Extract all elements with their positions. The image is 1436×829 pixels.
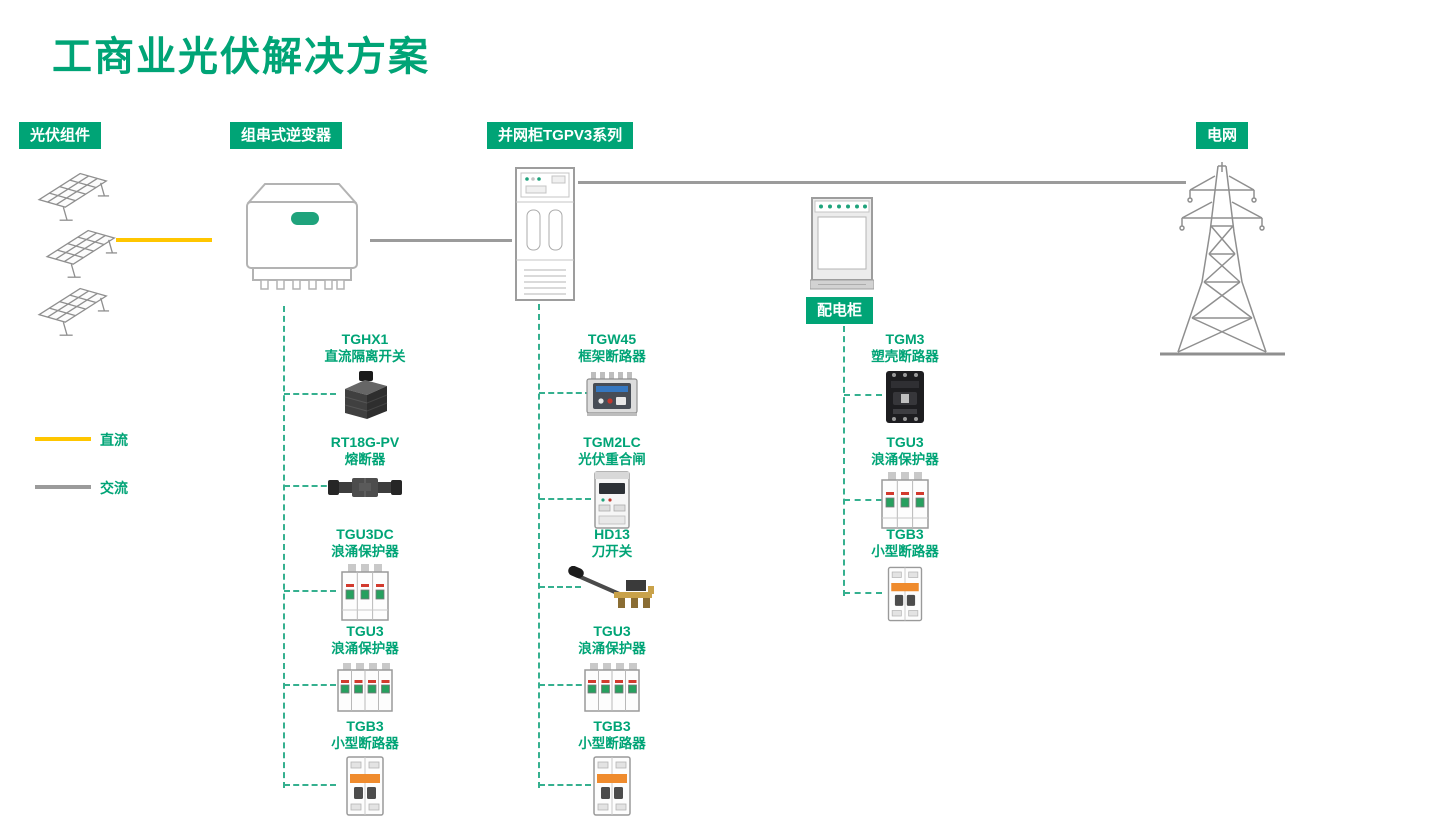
power-grid-label: 电网 xyxy=(1196,122,1249,149)
legend-dc-label: 直流 xyxy=(100,432,128,448)
product-model: RT18G-PV xyxy=(330,434,400,450)
product-desc: 小型断路器 xyxy=(331,736,399,751)
product-item: TGM3 塑壳断路器 xyxy=(825,331,985,427)
product-item: HD13 刀开关 xyxy=(532,526,692,610)
dashed-connector-stub xyxy=(284,684,336,686)
transmission-tower-icon xyxy=(1160,162,1285,358)
product-model: TGU3 xyxy=(593,623,631,639)
product-desc: 小型断路器 xyxy=(578,736,646,751)
product-item: TGU3DC 浪涌保护器 xyxy=(285,526,445,624)
product-desc: 浪涌保护器 xyxy=(331,641,399,656)
legend-dc-line xyxy=(35,437,91,441)
product-desc: 刀开关 xyxy=(591,544,633,559)
grid-cabinet-icon xyxy=(514,166,576,302)
product-item: TGU3 浪涌保护器 xyxy=(285,623,445,713)
dashed-connector-stub xyxy=(539,392,591,394)
dashed-connector-stub xyxy=(844,499,882,501)
legend-ac-line xyxy=(35,485,91,489)
product-model: HD13 xyxy=(594,526,630,542)
dashed-connector-vertical xyxy=(538,304,540,788)
ac-connection-line xyxy=(370,239,512,242)
legend-ac-label: 交流 xyxy=(100,480,128,496)
product-model: TGB3 xyxy=(886,526,924,542)
string-inverter-icon xyxy=(237,176,367,300)
miniature-breaker-icon xyxy=(341,754,389,818)
product-item: TGU3 浪涌保护器 xyxy=(532,623,692,713)
product-desc: 浪涌保护器 xyxy=(331,544,399,559)
miniature-breaker-icon xyxy=(883,564,927,624)
product-model: TGB3 xyxy=(346,718,384,734)
product-item: TGW45 框架断路器 xyxy=(532,331,692,417)
product-desc: 框架断路器 xyxy=(578,349,646,364)
product-item: TGM2LC 光伏重合闸 xyxy=(532,434,692,530)
grid-cabinet-label: 并网柜TGPV3系列 xyxy=(487,122,634,149)
product-desc: 浪涌保护器 xyxy=(871,452,939,467)
product-model: TGW45 xyxy=(587,331,637,347)
knife-switch-icon xyxy=(568,566,656,610)
pv-recloser-icon xyxy=(591,470,633,530)
product-item: TGU3 浪涌保护器 xyxy=(825,434,985,532)
dashed-connector-stub xyxy=(284,393,336,395)
product-desc: 光伏重合闸 xyxy=(578,452,646,467)
product-desc: 塑壳断路器 xyxy=(871,349,939,364)
string-inverter-label: 组串式逆变器 xyxy=(230,122,343,149)
product-desc: 小型断路器 xyxy=(871,544,939,559)
product-item: TGB3 小型断路器 xyxy=(825,526,985,624)
dashed-connector-stub xyxy=(284,590,336,592)
product-item: TGB3 小型断路器 xyxy=(285,718,445,818)
frame-breaker-icon xyxy=(585,371,639,417)
dashed-connector-stub xyxy=(284,485,336,487)
dashed-connector-vertical xyxy=(843,326,845,596)
dc-isolator-icon xyxy=(337,367,393,425)
product-item: TGB3 小型断路器 xyxy=(532,718,692,818)
product-model: TGU3 xyxy=(346,623,384,639)
molded-case-breaker-icon xyxy=(881,367,929,427)
dist-cabinet-icon xyxy=(810,196,874,290)
ac-connection-line xyxy=(578,181,1186,184)
surge-protector-icon xyxy=(336,661,394,713)
product-desc: 浪涌保护器 xyxy=(578,641,646,656)
surge-protector-icon xyxy=(583,661,641,713)
surge-protector-icon xyxy=(339,562,391,624)
pv-modules-label: 光伏组件 xyxy=(19,122,102,149)
product-desc: 直流隔离开关 xyxy=(324,349,406,364)
solar-panel-icon xyxy=(26,166,110,224)
dashed-connector-stub xyxy=(844,394,882,396)
dashed-connector-stub xyxy=(539,684,591,686)
product-model: TGHX1 xyxy=(341,331,389,347)
dashed-connector-stub xyxy=(539,498,591,500)
dist-cabinet-label: 配电柜 xyxy=(806,297,874,324)
product-model: TGU3 xyxy=(886,434,924,450)
solar-panel-icon xyxy=(34,223,118,281)
product-desc: 熔断器 xyxy=(344,452,386,467)
product-model: TGM2LC xyxy=(583,434,641,450)
dashed-connector-stub xyxy=(844,592,882,594)
surge-protector-icon xyxy=(879,470,931,532)
dashed-connector-stub xyxy=(539,586,581,588)
product-model: TGU3DC xyxy=(336,526,394,542)
solar-panel-icon xyxy=(26,281,110,339)
miniature-breaker-icon xyxy=(588,754,636,818)
dc-connection-line xyxy=(116,238,212,242)
dashed-connector-vertical xyxy=(283,306,285,788)
product-model: TGM3 xyxy=(885,331,925,347)
dashed-connector-stub xyxy=(539,784,591,786)
dashed-connector-stub xyxy=(284,784,336,786)
page-title: 工商业光伏解决方案 xyxy=(52,35,430,79)
fuse-icon xyxy=(326,474,404,500)
product-model: TGB3 xyxy=(593,718,631,734)
product-item: TGHX1 直流隔离开关 xyxy=(285,331,445,425)
product-item: RT18G-PV 熔断器 xyxy=(285,434,445,500)
